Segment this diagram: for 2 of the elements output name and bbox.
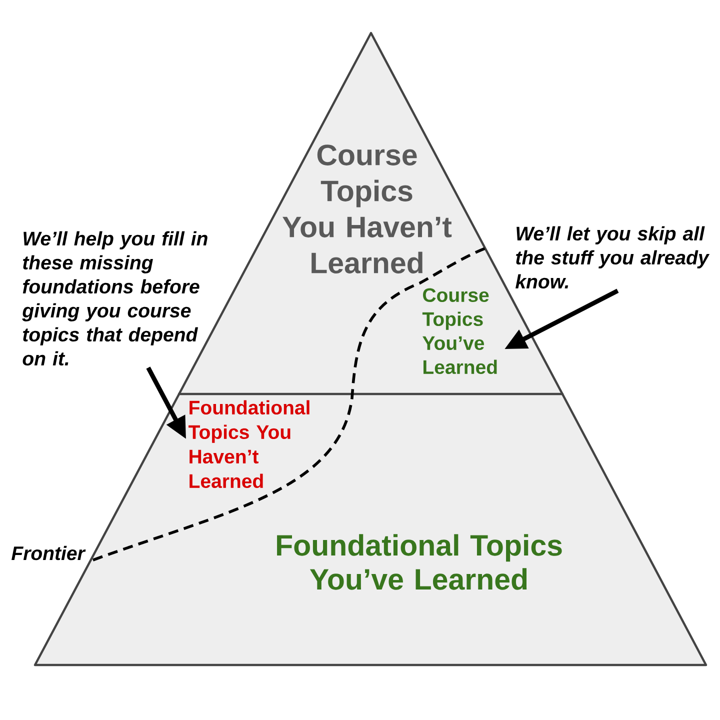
- topic-label: Foundational Topics You Haven’t Learned: [188, 400, 310, 488]
- topic-label: Course Topics You’ve Learned: [422, 288, 497, 374]
